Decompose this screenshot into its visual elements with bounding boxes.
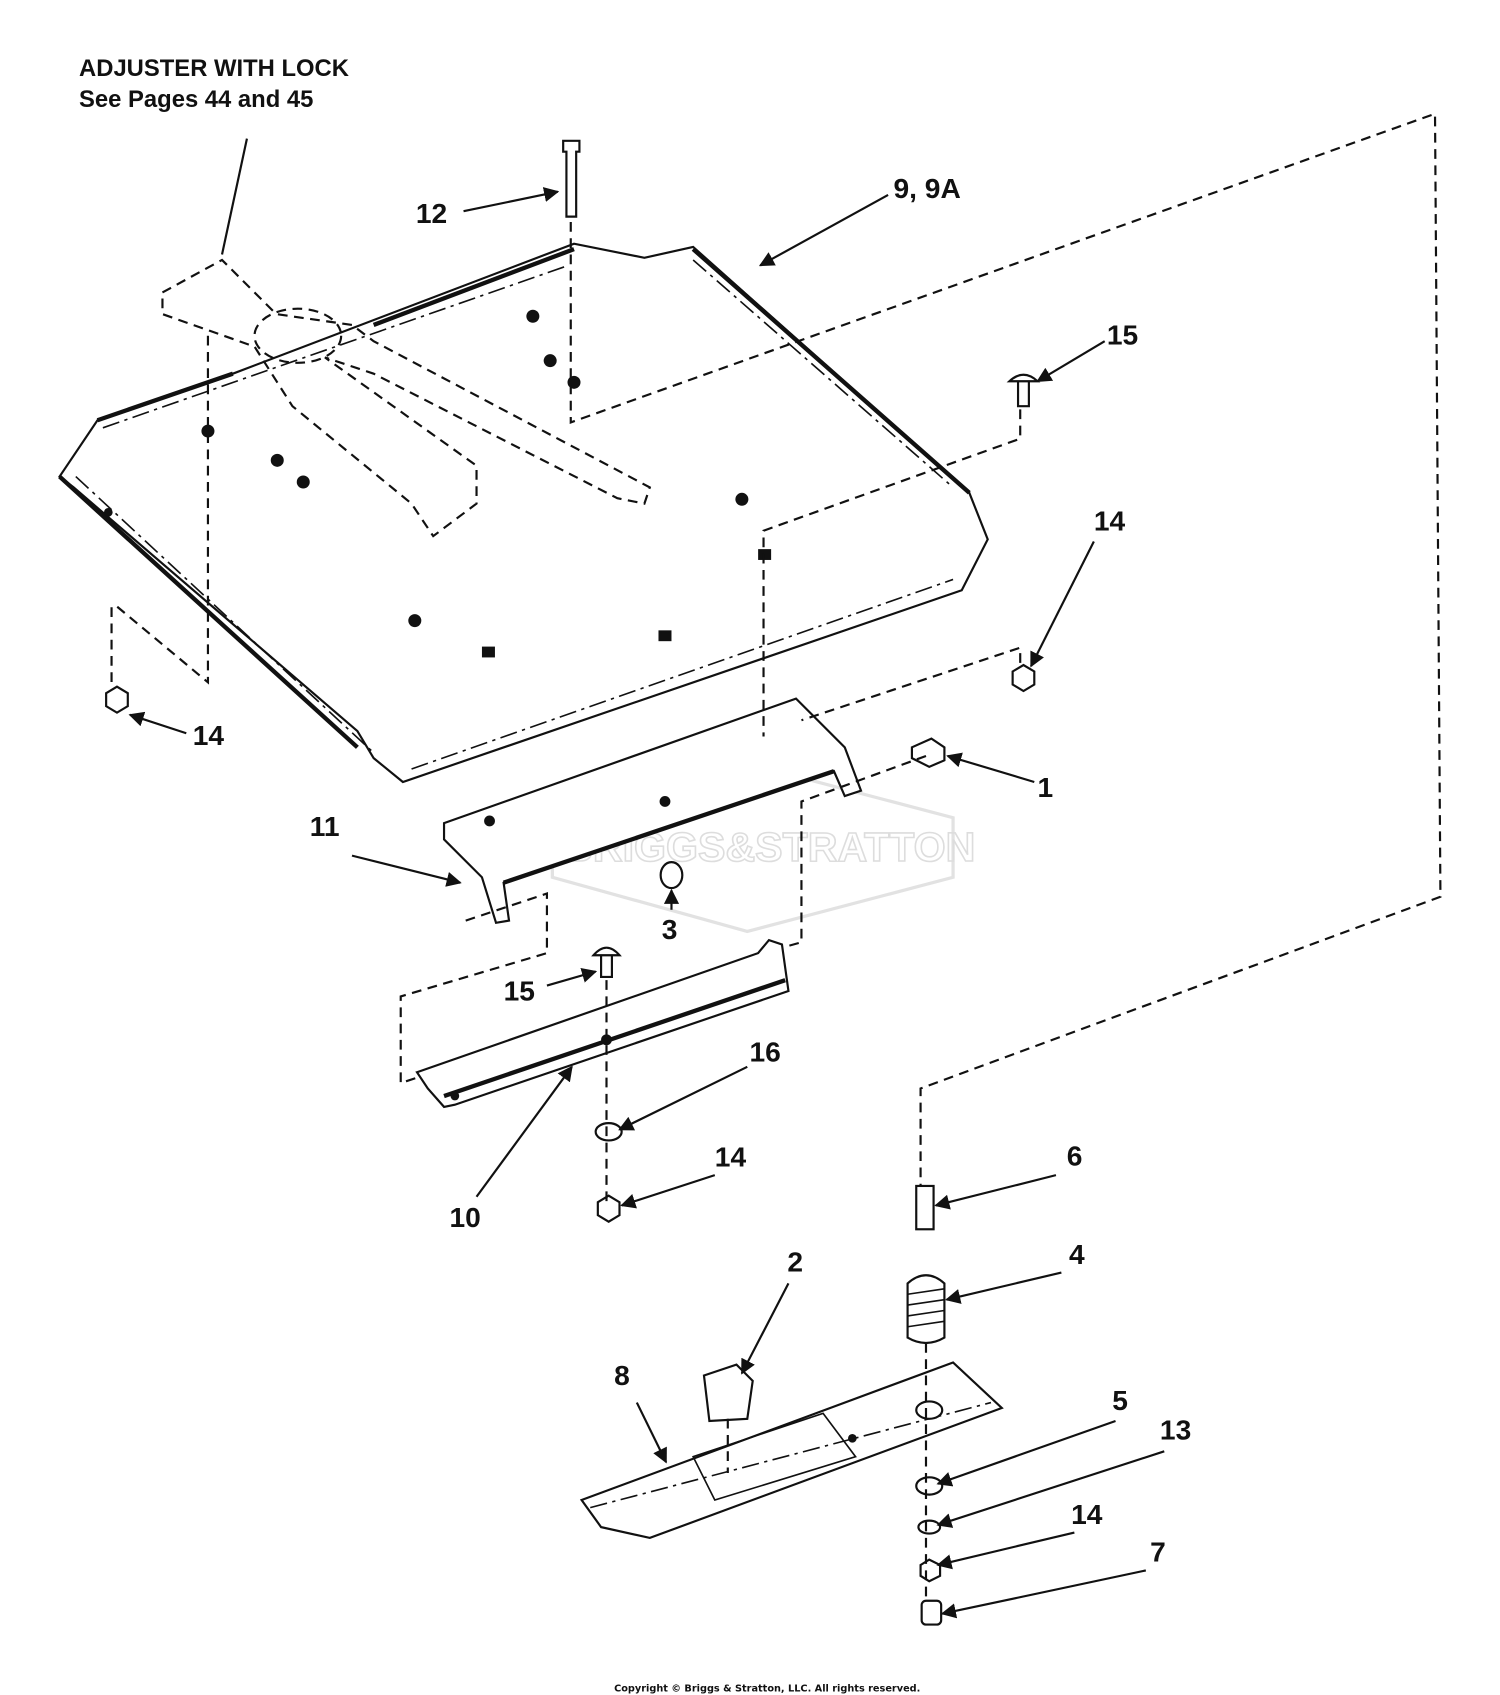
callout-4: 4 xyxy=(1069,1239,1085,1270)
callout-5: 5 xyxy=(1112,1385,1128,1416)
adjuster-with-lock-phantom xyxy=(161,138,652,538)
blade-part-8 xyxy=(579,1361,1004,1540)
callout-2: 2 xyxy=(787,1247,803,1278)
copyright-notice: Copyright © Briggs & Stratton, LLC. All … xyxy=(614,1684,920,1695)
bracket-part-11 xyxy=(442,697,863,924)
callout-15: 15 xyxy=(504,976,535,1007)
callout-10: 10 xyxy=(449,1202,480,1233)
callout-11: 11 xyxy=(310,811,340,842)
callout-9-9a: 9, 9A xyxy=(894,173,961,204)
callout-12: 12 xyxy=(416,198,447,229)
callout-leaders xyxy=(128,187,1165,1619)
callout-3: 3 xyxy=(662,914,678,945)
callout-14: 14 xyxy=(193,720,225,751)
callout-13: 13 xyxy=(1160,1414,1191,1445)
callout-15: 15 xyxy=(1107,319,1138,350)
callout-14: 14 xyxy=(1071,1499,1103,1530)
hardware-parts xyxy=(105,139,1041,1626)
callout-8: 8 xyxy=(614,1360,630,1391)
callout-6: 6 xyxy=(1067,1140,1083,1171)
assembly-lines xyxy=(110,112,1442,1603)
callout-7: 7 xyxy=(1150,1537,1166,1568)
callout-14: 14 xyxy=(715,1141,747,1172)
callout-14: 14 xyxy=(1094,506,1126,537)
adjuster-note-subtitle: See Pages 44 and 45 xyxy=(79,86,313,113)
deck-plate-part-9 xyxy=(58,242,989,784)
bracket-part-10 xyxy=(415,938,790,1109)
callout-16: 16 xyxy=(749,1036,780,1067)
callout-1: 1 xyxy=(1038,772,1054,803)
adjuster-note-title: ADJUSTER WITH LOCK xyxy=(79,55,349,82)
